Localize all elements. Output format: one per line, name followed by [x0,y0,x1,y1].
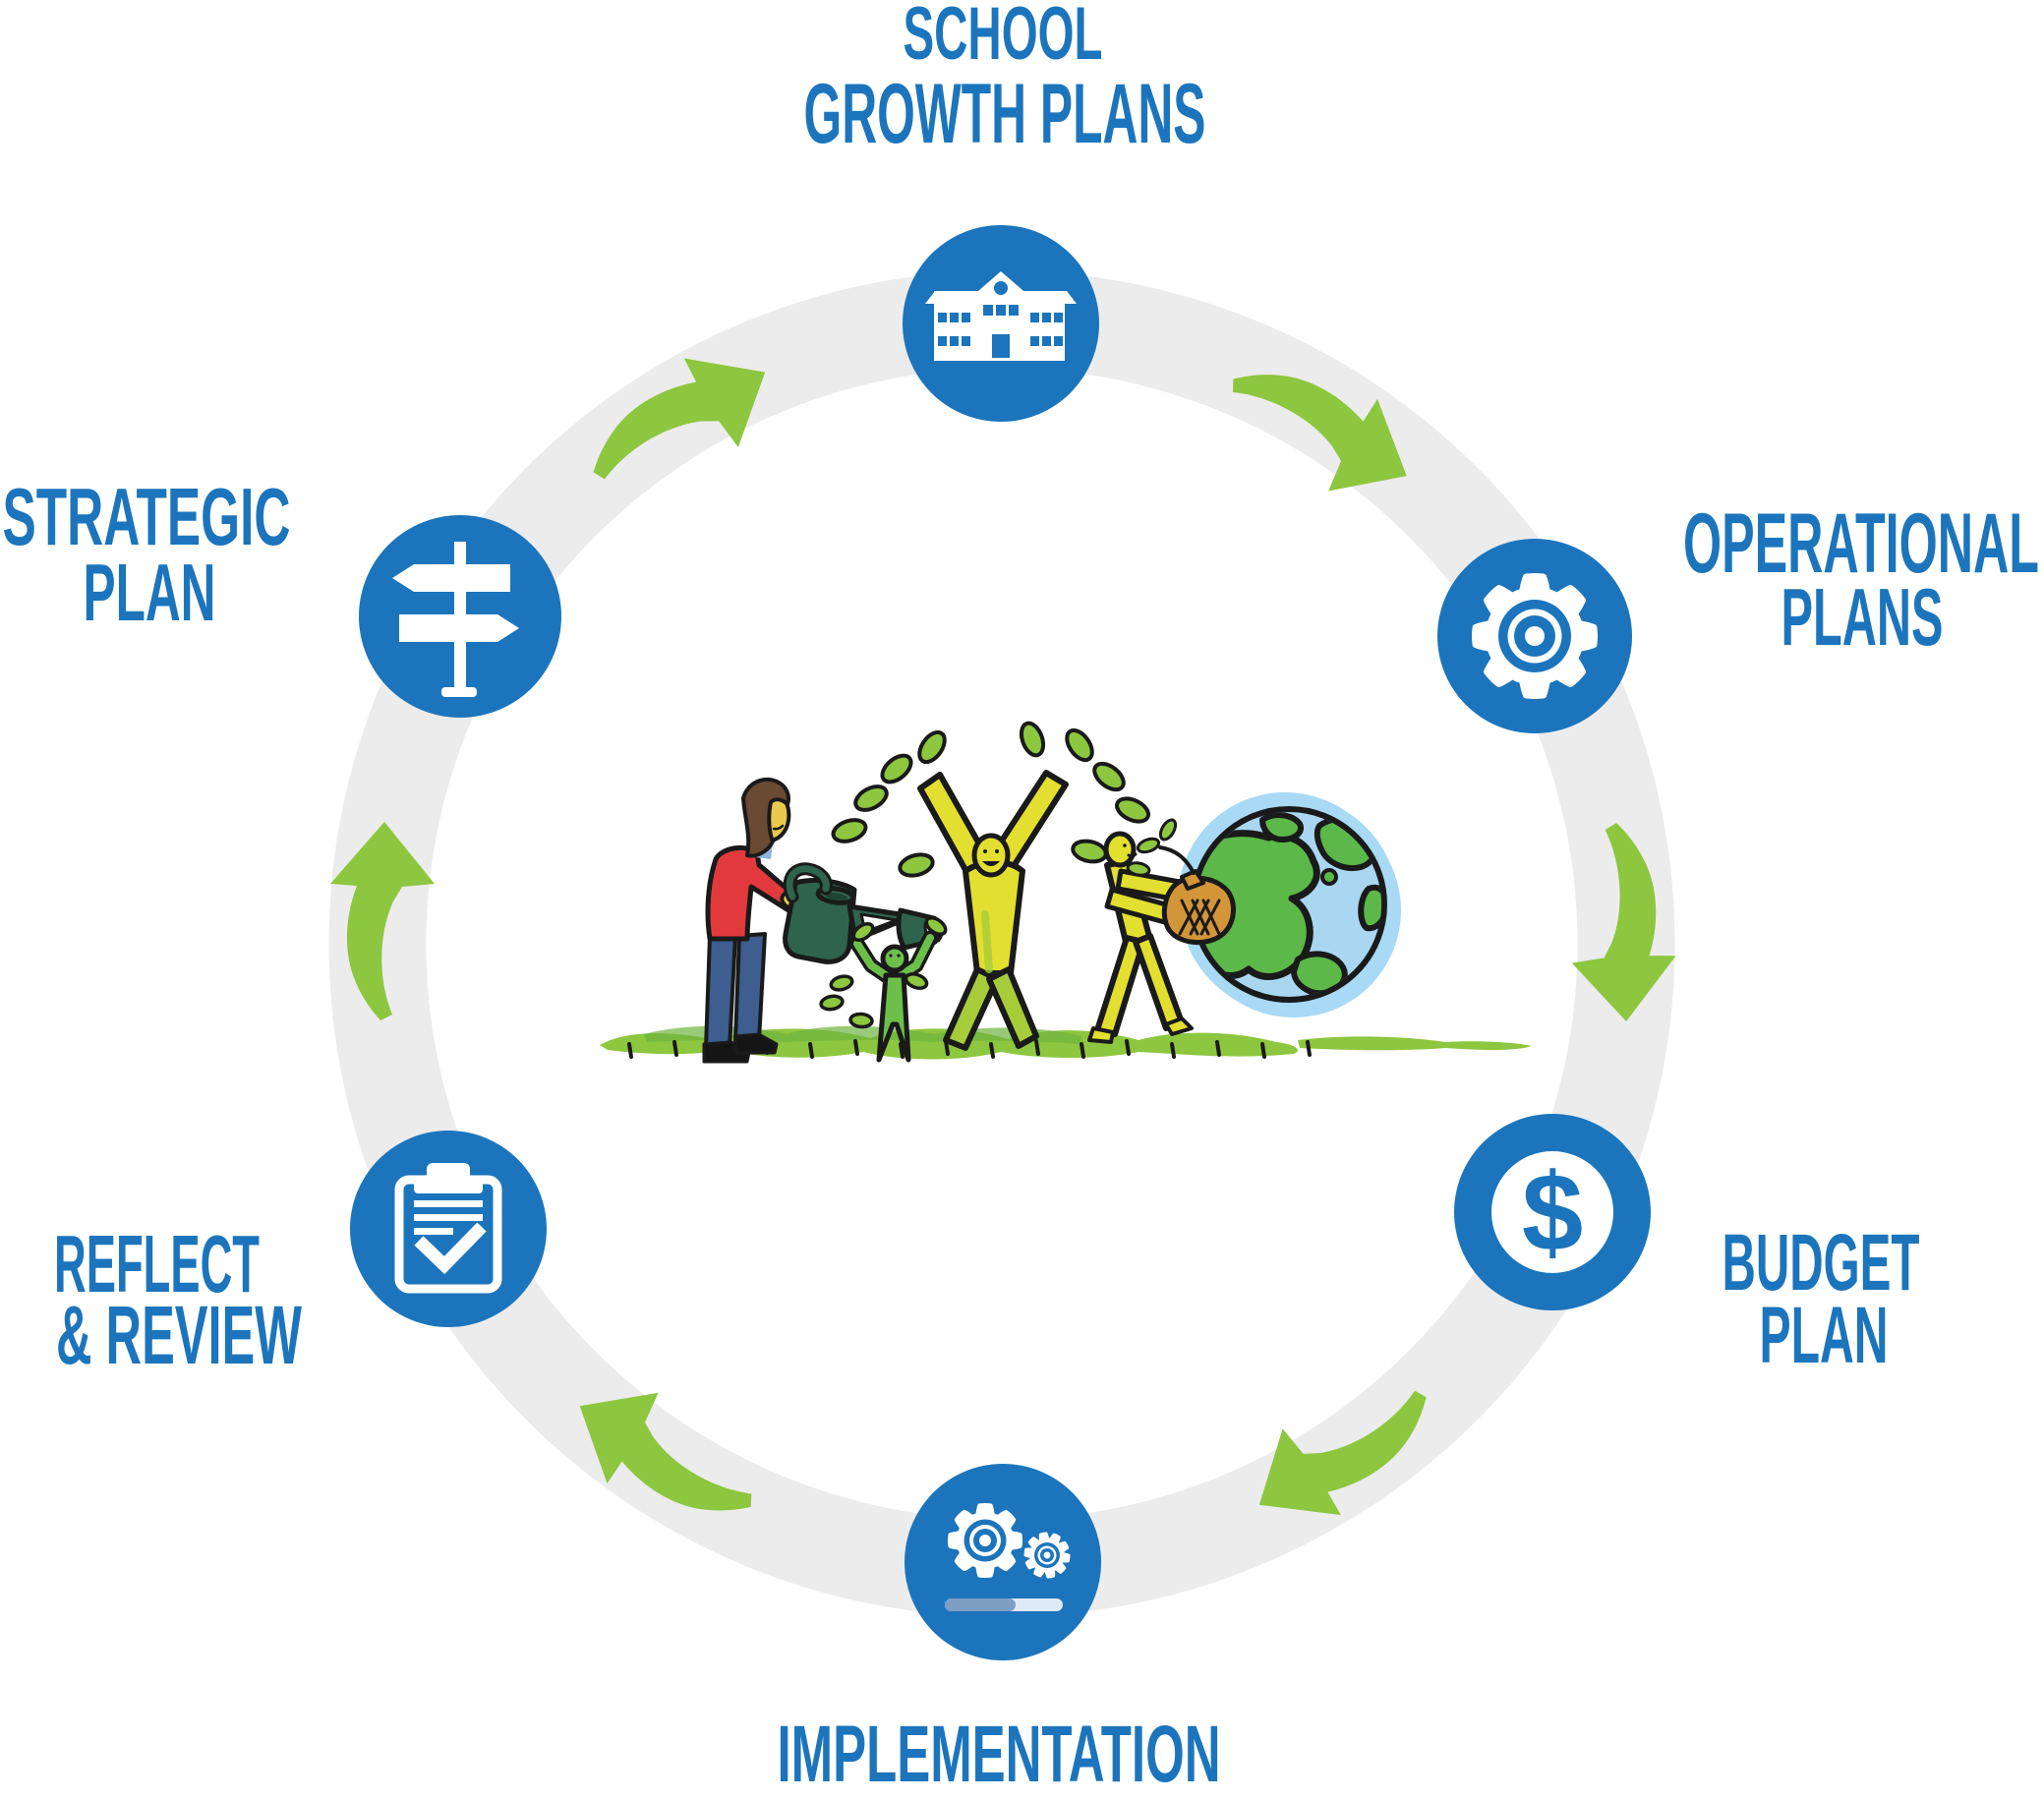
svg-text:PLANS: PLANS [1781,571,1944,663]
svg-text:SCHOOL: SCHOOL [904,0,1103,76]
svg-text:IMPLEMENTATION: IMPLEMENTATION [778,1710,1221,1799]
svg-text:BUDGET: BUDGET [1723,1218,1920,1307]
svg-text:STRATEGIC: STRATEGIC [3,471,291,562]
svg-text:PLAN: PLAN [1760,1291,1889,1380]
svg-text:PLAN: PLAN [84,547,216,638]
svg-text:OPERATIONAL: OPERATIONAL [1683,496,2039,591]
svg-text:GROWTH PLANS: GROWTH PLANS [804,67,1206,161]
svg-text:& REVIEW: & REVIEW [56,1289,302,1381]
svg-text:REFLECT: REFLECT [54,1218,260,1309]
svg-text:$: $ [1522,1151,1583,1274]
